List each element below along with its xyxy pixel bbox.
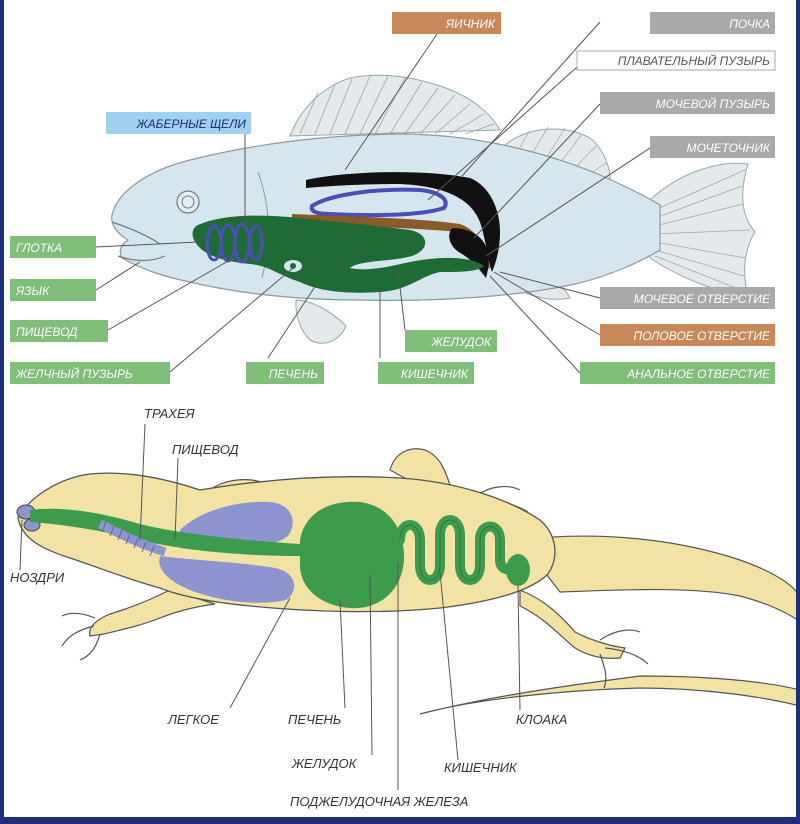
label-swim-bladder: ПЛАВАТЕЛЬНЫЙ ПУЗЫРЬ bbox=[618, 52, 770, 68]
fish-tail-fin bbox=[650, 163, 755, 296]
label-anal-opening: АНАЛЬНОЕ ОТВЕРСТИЕ bbox=[626, 367, 771, 381]
label-urinary-opening: МОЧЕВОЕ ОТВЕРСТИЕ bbox=[634, 292, 771, 306]
lizard-tail-tip bbox=[420, 676, 800, 714]
label-lizard-liver: ПЕЧЕНЬ bbox=[288, 712, 341, 727]
label-lizard-stomach: ЖЕЛУДОК bbox=[291, 756, 358, 771]
frame-right-border bbox=[796, 0, 800, 824]
label-ureter: МОЧЕТОЧНИК bbox=[687, 141, 771, 155]
fish-pelvic-fin bbox=[296, 300, 346, 343]
label-kidney: ПОЧКА bbox=[729, 17, 770, 31]
label-lizard-trachea: ТРАХЕЯ bbox=[144, 406, 195, 421]
label-gallbladder: ЖЕЛЧНЫЙ ПУЗЫРЬ bbox=[15, 365, 133, 381]
label-lizard-intestine: КИШЕЧНИК bbox=[444, 760, 518, 775]
label-gill-slits: ЖАБЕРНЫЕ ЩЕЛИ bbox=[136, 117, 247, 131]
label-ovary: ЯИЧНИК bbox=[445, 17, 496, 31]
label-liver: ПЕЧЕНЬ bbox=[269, 367, 318, 381]
label-urinary-bladder: МОЧЕВОЙ ПУЗЫРЬ bbox=[656, 95, 771, 111]
label-lizard-pancreas: ПОДЖЕЛУДОЧНАЯ ЖЕЛЕЗА bbox=[290, 794, 468, 809]
lizard-tail bbox=[520, 536, 800, 622]
frame-bottom-border bbox=[0, 817, 800, 824]
label-stomach: ЖЕЛУДОК bbox=[431, 335, 492, 349]
lizard-cloaca bbox=[506, 554, 530, 586]
label-tongue: ЯЗЫК bbox=[15, 284, 50, 298]
lizard-figure bbox=[17, 449, 800, 714]
label-genital-opening: ПОЛОВОЕ ОТВЕРСТИЕ bbox=[634, 329, 771, 343]
label-pharynx: ГЛОТКА bbox=[16, 241, 62, 255]
label-lizard-lung: ЛЕГКОЕ bbox=[167, 712, 219, 727]
label-lizard-nostrils: НОЗДРИ bbox=[10, 570, 65, 585]
lizard-stomach bbox=[300, 502, 404, 608]
label-lizard-esophagus: ПИЩЕВОД bbox=[172, 442, 239, 457]
fish-eye bbox=[177, 191, 199, 213]
label-esophagus: ПИЩЕВОД bbox=[16, 325, 78, 339]
frame-left-border bbox=[0, 0, 4, 824]
label-intestine: КИШЕЧНИК bbox=[401, 367, 469, 381]
label-lizard-cloaca: КЛОАКА bbox=[516, 712, 567, 727]
